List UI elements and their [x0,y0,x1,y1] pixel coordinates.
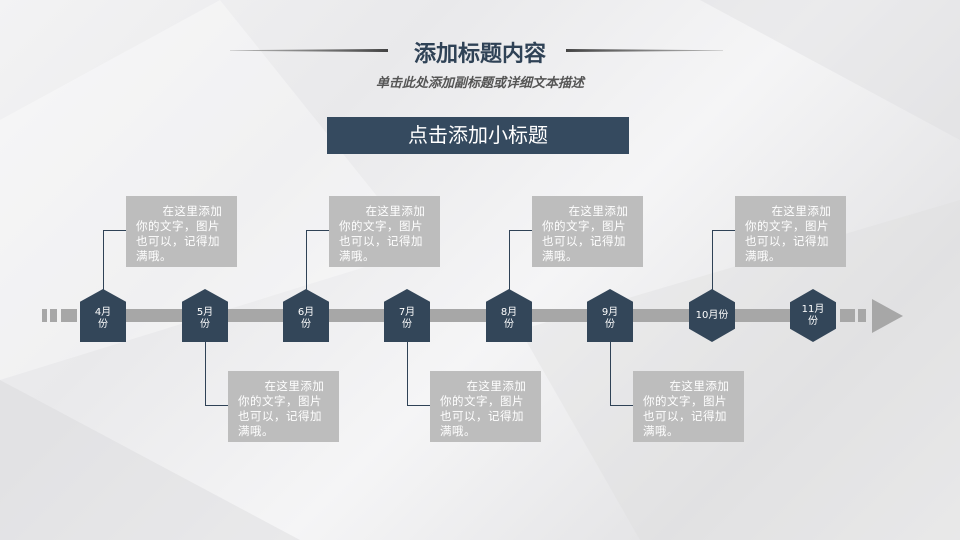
page-title: 添加标题内容 [413,42,546,67]
connector-line [509,230,510,290]
connector-line [407,405,430,406]
month-node[interactable]: 6月 份 [283,289,329,342]
connector-line [205,405,228,406]
section-title-bar[interactable]: 点击添加小标题 [327,117,629,154]
month-node[interactable]: 10月份 [689,289,735,342]
connector-line [306,230,307,290]
track-dash [858,309,866,322]
connector-line [610,405,633,406]
connector-line [712,230,713,290]
text-box[interactable]: 在这里添加你的文字，图片也可以，记得加满哦。 [228,371,339,442]
connector-line [103,230,126,231]
month-node[interactable]: 9月 份 [587,289,633,342]
month-node[interactable]: 11月 份 [790,289,836,342]
connector-line [712,230,735,231]
track-dash [840,309,855,322]
text-box[interactable]: 在这里添加你的文字，图片也可以，记得加满哦。 [735,196,846,267]
text-box[interactable]: 在这里添加你的文字，图片也可以，记得加满哦。 [532,196,643,267]
connector-line [509,230,532,231]
month-node[interactable]: 8月 份 [486,289,532,342]
month-node[interactable]: 7月 份 [384,289,430,342]
connector-line [610,340,611,406]
connector-line [306,230,329,231]
connector-line [407,340,408,406]
text-box[interactable]: 在这里添加你的文字，图片也可以，记得加满哦。 [329,196,440,267]
timeline-track [80,309,835,322]
connector-line [205,340,206,406]
track-dash [61,309,77,322]
month-node[interactable]: 5月 份 [182,289,228,342]
connector-line [103,230,104,290]
title-line-left [230,49,388,52]
text-box[interactable]: 在这里添加你的文字，图片也可以，记得加满哦。 [126,196,237,267]
month-node[interactable]: 4月 份 [80,289,126,342]
track-dash [50,309,57,322]
track-dash [42,309,47,322]
text-box[interactable]: 在这里添加你的文字，图片也可以，记得加满哦。 [633,371,744,442]
text-box[interactable]: 在这里添加你的文字，图片也可以，记得加满哦。 [430,371,541,442]
page-subtitle: 单击此处添加副标题或详细文本描述 [375,76,584,91]
